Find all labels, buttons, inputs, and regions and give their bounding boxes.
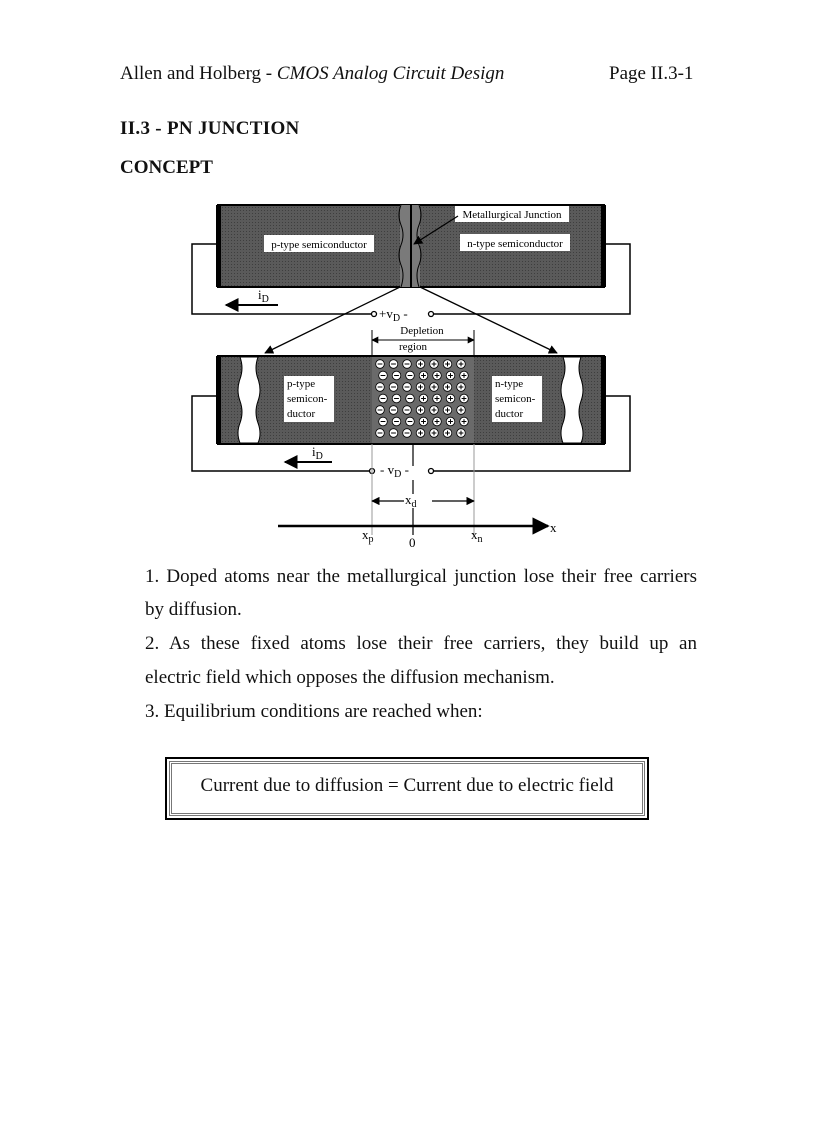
paragraph-1-line-2: by diffusion. [145, 599, 242, 620]
running-header: Allen and Holberg - CMOS Analog Circuit … [120, 63, 504, 85]
header-book-title: CMOS Analog Circuit Design [276, 63, 505, 84]
bottom-circuit-wire [191, 395, 631, 472]
equilibrium-equation-box: Current due to diffusion = Current due t… [165, 757, 649, 820]
x-axis-label: x [550, 520, 557, 535]
section-title: II.3 - PN JUNCTION [120, 118, 300, 139]
bottom-n-label-1: n-type [495, 378, 523, 390]
bottom-n-label-box [492, 376, 542, 422]
bottom-voltage-label: - vD - [380, 462, 409, 480]
bottom-p-label-3: ductor [287, 408, 315, 420]
subsection-title: CONCEPT [120, 157, 213, 178]
top-n-label-box [460, 234, 570, 251]
junction-pointer-arrow [413, 215, 459, 245]
zoom-line-left [264, 286, 401, 354]
paragraph-2-line-2: electric field which opposes the diffusi… [145, 667, 555, 688]
paragraph-3: 3. Equilibrium conditions are reached wh… [145, 701, 483, 722]
xn-label: xn [471, 527, 483, 545]
header-authors: Allen and Holberg - [120, 63, 277, 84]
zoom-line-right [419, 286, 558, 354]
top-circuit-wire [191, 243, 631, 315]
bottom-terminal-right [427, 467, 435, 475]
pn-junction-diagram: p-type semiconductor n-type semiconducto… [191, 204, 631, 550]
xd-label: xd [405, 492, 417, 510]
bottom-n-label-3: ductor [495, 408, 523, 420]
top-voltage-label: +vD - [379, 306, 408, 324]
top-n-label: n-type semiconductor [467, 238, 563, 250]
depletion-ions [375, 359, 469, 438]
top-p-label: p-type semiconductor [271, 239, 367, 251]
bottom-p-label-2: semicon- [287, 393, 328, 405]
top-current-label: iD [258, 287, 269, 305]
metallurgical-junction-label: Metallurgical Junction [462, 209, 562, 221]
equilibrium-equation: Current due to diffusion = Current due t… [200, 775, 614, 796]
top-terminal-left [370, 310, 378, 318]
bottom-n-label-2: semicon- [495, 393, 536, 405]
origin-label: 0 [409, 535, 416, 550]
top-p-label-box [264, 235, 374, 252]
depletion-label-1: Depletion [400, 325, 444, 337]
bottom-current-label: iD [312, 444, 323, 462]
xp-label: xp [362, 527, 374, 545]
paragraph-2-line-1: 2. As these fixed atoms lose their free … [145, 633, 697, 654]
bottom-p-label-1: p-type [287, 378, 315, 390]
junction-label-box [455, 206, 569, 222]
top-terminal-right [427, 310, 435, 318]
bottom-p-label-box [284, 376, 334, 422]
page-number: Page II.3-1 [609, 63, 694, 84]
paragraph-1-line-1: 1. Doped atoms near the metallurgical ju… [145, 566, 697, 587]
depletion-label-2: region [399, 341, 428, 353]
